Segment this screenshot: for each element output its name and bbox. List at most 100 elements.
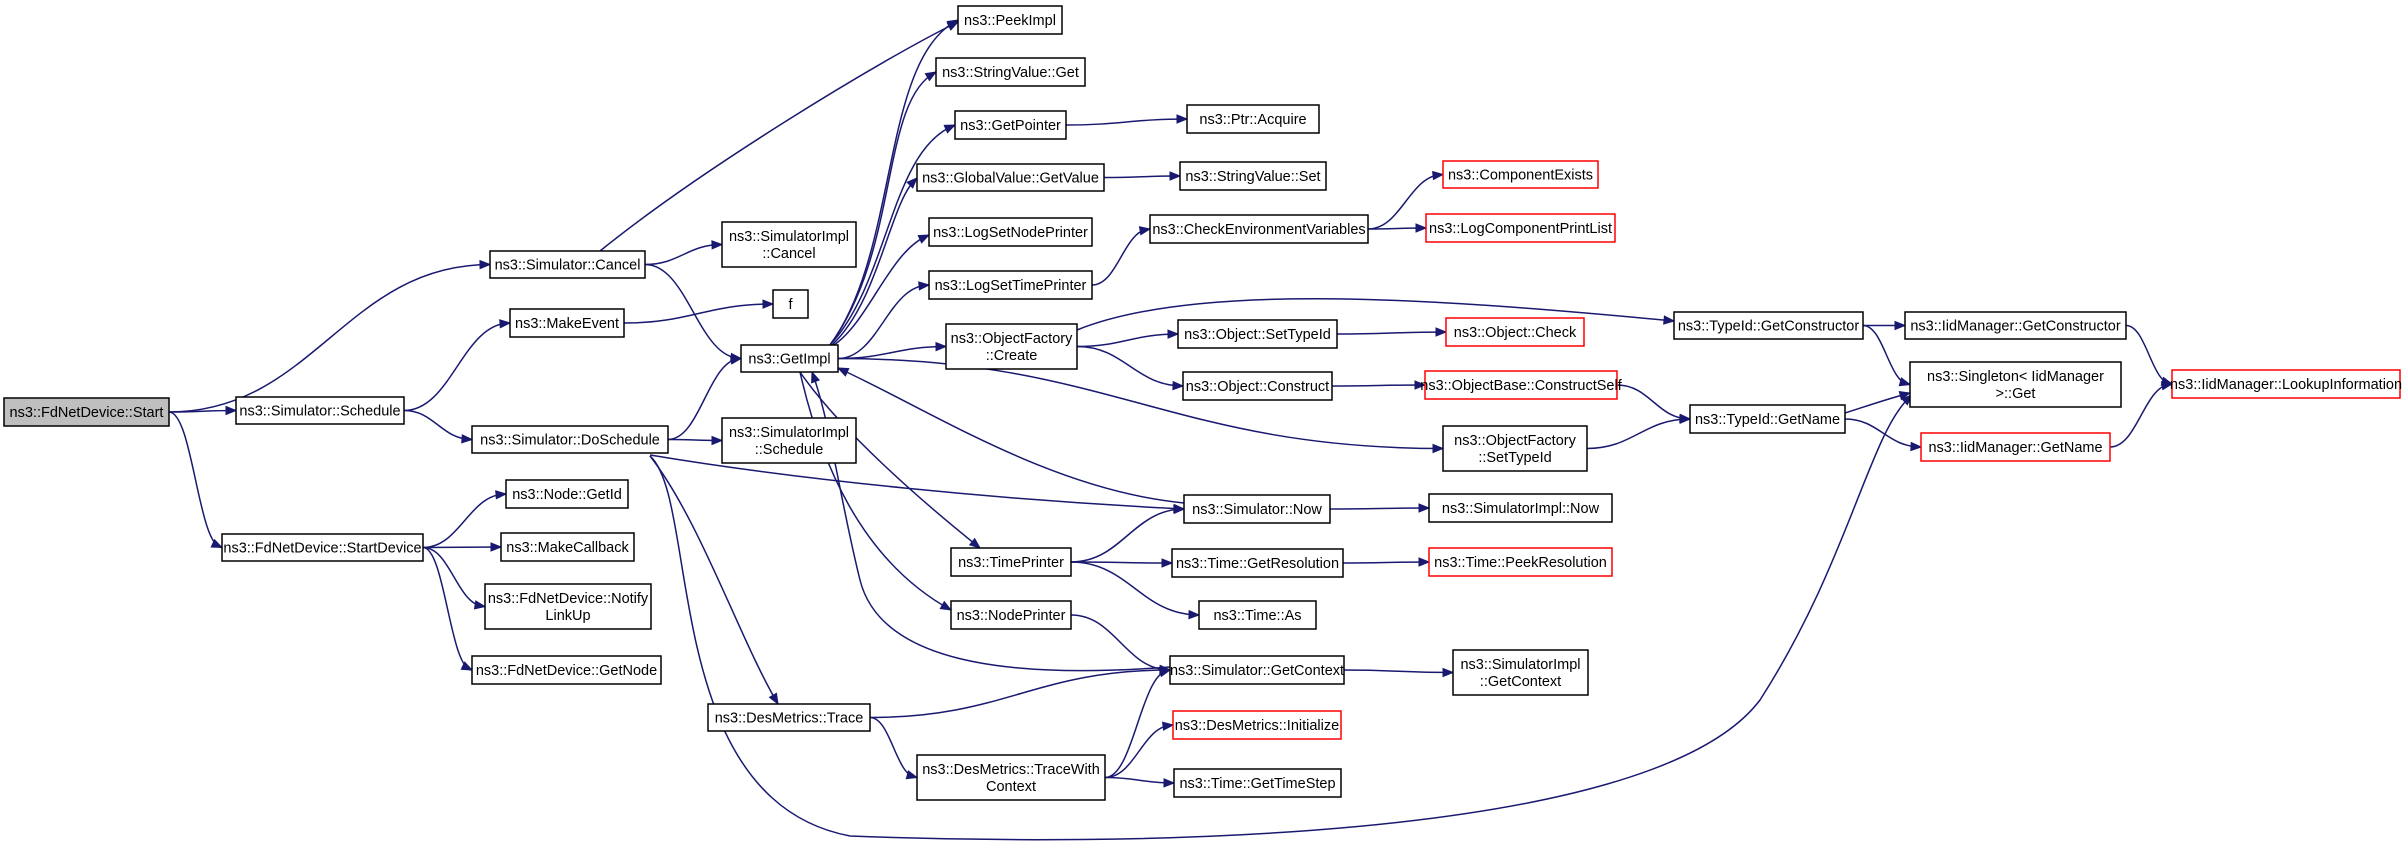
node-typeid-getname[interactable]: ns3::TypeId::GetName: [1689, 404, 1846, 434]
node-box[interactable]: [1428, 547, 1613, 577]
node-desmetrics-trace[interactable]: ns3::DesMetrics::Trace: [707, 703, 871, 732]
node-nodeprinter[interactable]: ns3::NodePrinter: [950, 600, 1072, 630]
node-box[interactable]: [707, 703, 871, 732]
node-box[interactable]: [471, 425, 669, 454]
node-singleton-get[interactable]: ns3::Singleton< IidManager >::Get: [1909, 361, 2122, 408]
node-box[interactable]: [3, 397, 170, 427]
node-box[interactable]: [1909, 361, 2122, 408]
node-typeid-getconstructor[interactable]: ns3::TypeId::GetConstructor: [1673, 311, 1864, 340]
node-box[interactable]: [1183, 494, 1331, 524]
node-box[interactable]: [957, 5, 1063, 35]
node-f[interactable]: f: [772, 289, 809, 319]
node-makeevent[interactable]: ns3::MakeEvent: [509, 308, 625, 338]
node-box[interactable]: [721, 417, 857, 464]
node-makecallback[interactable]: ns3::MakeCallback: [500, 532, 635, 562]
node-box[interactable]: [471, 655, 662, 685]
node-box[interactable]: [1428, 493, 1613, 523]
node-box[interactable]: [1169, 655, 1345, 685]
node-box[interactable]: [235, 396, 405, 425]
node-getimpl[interactable]: ns3::GetImpl: [740, 344, 839, 373]
node-box[interactable]: [740, 344, 839, 373]
node-box[interactable]: [1442, 160, 1599, 189]
node-box[interactable]: [1173, 768, 1342, 798]
node-box[interactable]: [1442, 425, 1588, 472]
node-logcomponentprintlist[interactable]: ns3::LogComponentPrintList: [1425, 213, 1616, 243]
node-box[interactable]: [945, 323, 1078, 370]
node-box[interactable]: [1171, 548, 1344, 578]
node-simimpl-now[interactable]: ns3::SimulatorImpl::Now: [1428, 493, 1613, 523]
node-box[interactable]: [1177, 319, 1338, 349]
node-box[interactable]: [1904, 311, 2127, 340]
node-checkenv[interactable]: ns3::CheckEnvironmentVariables: [1149, 214, 1369, 244]
node-object-settypeid[interactable]: ns3::Object::SetTypeId: [1177, 319, 1338, 349]
node-stringvalue-set[interactable]: ns3::StringValue::Set: [1179, 161, 1327, 191]
node-box[interactable]: [1452, 649, 1589, 696]
node-box[interactable]: [1172, 710, 1342, 740]
node-node-getid[interactable]: ns3::Node::GetId: [505, 479, 629, 509]
node-box[interactable]: [1425, 213, 1616, 243]
node-doschedule[interactable]: ns3::Simulator::DoSchedule: [471, 425, 669, 454]
node-simimpl-schedule[interactable]: ns3::SimulatorImpl::Schedule: [721, 417, 857, 464]
node-object-check[interactable]: ns3::Object::Check: [1445, 317, 1585, 347]
node-objectfactory-settypeid[interactable]: ns3::ObjectFactory::SetTypeId: [1442, 425, 1588, 472]
node-sim-cancel[interactable]: ns3::Simulator::Cancel: [489, 250, 646, 279]
node-desmetrics-initialize[interactable]: ns3::DesMetrics::Initialize: [1172, 710, 1342, 740]
node-objectfactory-create[interactable]: ns3::ObjectFactory::Create: [945, 323, 1078, 370]
node-box[interactable]: [1689, 404, 1846, 434]
node-box[interactable]: [1673, 311, 1864, 340]
node-ptr-acquire[interactable]: ns3::Ptr::Acquire: [1186, 104, 1320, 134]
node-simimpl-getcontext[interactable]: ns3::SimulatorImpl::GetContext: [1452, 649, 1589, 696]
node-box[interactable]: [1920, 432, 2111, 462]
node-box[interactable]: [500, 532, 635, 562]
node-box[interactable]: [721, 221, 857, 268]
node-timeprinter[interactable]: ns3::TimePrinter: [950, 547, 1072, 577]
node-box[interactable]: [954, 110, 1067, 140]
node-box[interactable]: [489, 250, 646, 279]
node-time-gettimestep[interactable]: ns3::Time::GetTimeStep: [1173, 768, 1342, 798]
node-box[interactable]: [1445, 317, 1585, 347]
node-simimpl-cancel[interactable]: ns3::SimulatorImpl::Cancel: [721, 221, 857, 268]
node-box[interactable]: [1179, 161, 1327, 191]
node-globalvalue-getvalue[interactable]: ns3::GlobalValue::GetValue: [916, 163, 1105, 192]
node-time-as[interactable]: ns3::Time::As: [1198, 600, 1317, 630]
node-box[interactable]: [1186, 104, 1320, 134]
node-startdevice[interactable]: ns3::FdNetDevice::StartDevice: [221, 533, 424, 562]
node-box[interactable]: [1198, 600, 1317, 630]
node-box[interactable]: [950, 547, 1072, 577]
node-box[interactable]: [221, 533, 424, 562]
node-object-construct[interactable]: ns3::Object::Construct: [1182, 371, 1333, 401]
node-getpointer[interactable]: ns3::GetPointer: [954, 110, 1067, 140]
node-box[interactable]: [928, 217, 1093, 247]
node-peekimpl[interactable]: ns3::PeekImpl: [957, 5, 1063, 35]
node-box[interactable]: [1149, 214, 1369, 244]
node-sim-getcontext[interactable]: ns3::Simulator::GetContext: [1169, 655, 1345, 685]
node-iidmanager-getname[interactable]: ns3::IidManager::GetName: [1920, 432, 2111, 462]
node-getnode[interactable]: ns3::FdNetDevice::GetNode: [471, 655, 662, 685]
node-box[interactable]: [505, 479, 629, 509]
node-box[interactable]: [509, 308, 625, 338]
node-logsetnodeprinter[interactable]: ns3::LogSetNodePrinter: [928, 217, 1093, 247]
node-box[interactable]: [2171, 369, 2401, 399]
node-componentexists[interactable]: ns3::ComponentExists: [1442, 160, 1599, 189]
node-box[interactable]: [935, 57, 1086, 87]
node-box[interactable]: [1424, 370, 1618, 400]
node-box[interactable]: [772, 289, 809, 319]
node-stringvalue-get[interactable]: ns3::StringValue::Get: [935, 57, 1086, 87]
node-start[interactable]: ns3::FdNetDevice::Start: [3, 397, 170, 427]
node-time-getresolution[interactable]: ns3::Time::GetResolution: [1171, 548, 1344, 578]
node-box[interactable]: [916, 163, 1105, 192]
node-time-peekresolution[interactable]: ns3::Time::PeekResolution: [1428, 547, 1613, 577]
node-box[interactable]: [950, 600, 1072, 630]
node-iidmanager-getconstructor[interactable]: ns3::IidManager::GetConstructor: [1904, 311, 2127, 340]
node-sim-schedule[interactable]: ns3::Simulator::Schedule: [235, 396, 405, 425]
node-logsettimeprinter[interactable]: ns3::LogSetTimePrinter: [928, 270, 1093, 300]
node-box[interactable]: [928, 270, 1093, 300]
node-iidmanager-lookup[interactable]: ns3::IidManager::LookupInformation: [2170, 369, 2402, 399]
node-box[interactable]: [916, 754, 1106, 801]
node-box[interactable]: [1182, 371, 1333, 401]
node-constructself[interactable]: ns3::ObjectBase::ConstructSelf: [1420, 370, 1623, 400]
node-sim-now[interactable]: ns3::Simulator::Now: [1183, 494, 1331, 524]
node-box[interactable]: [484, 583, 652, 630]
